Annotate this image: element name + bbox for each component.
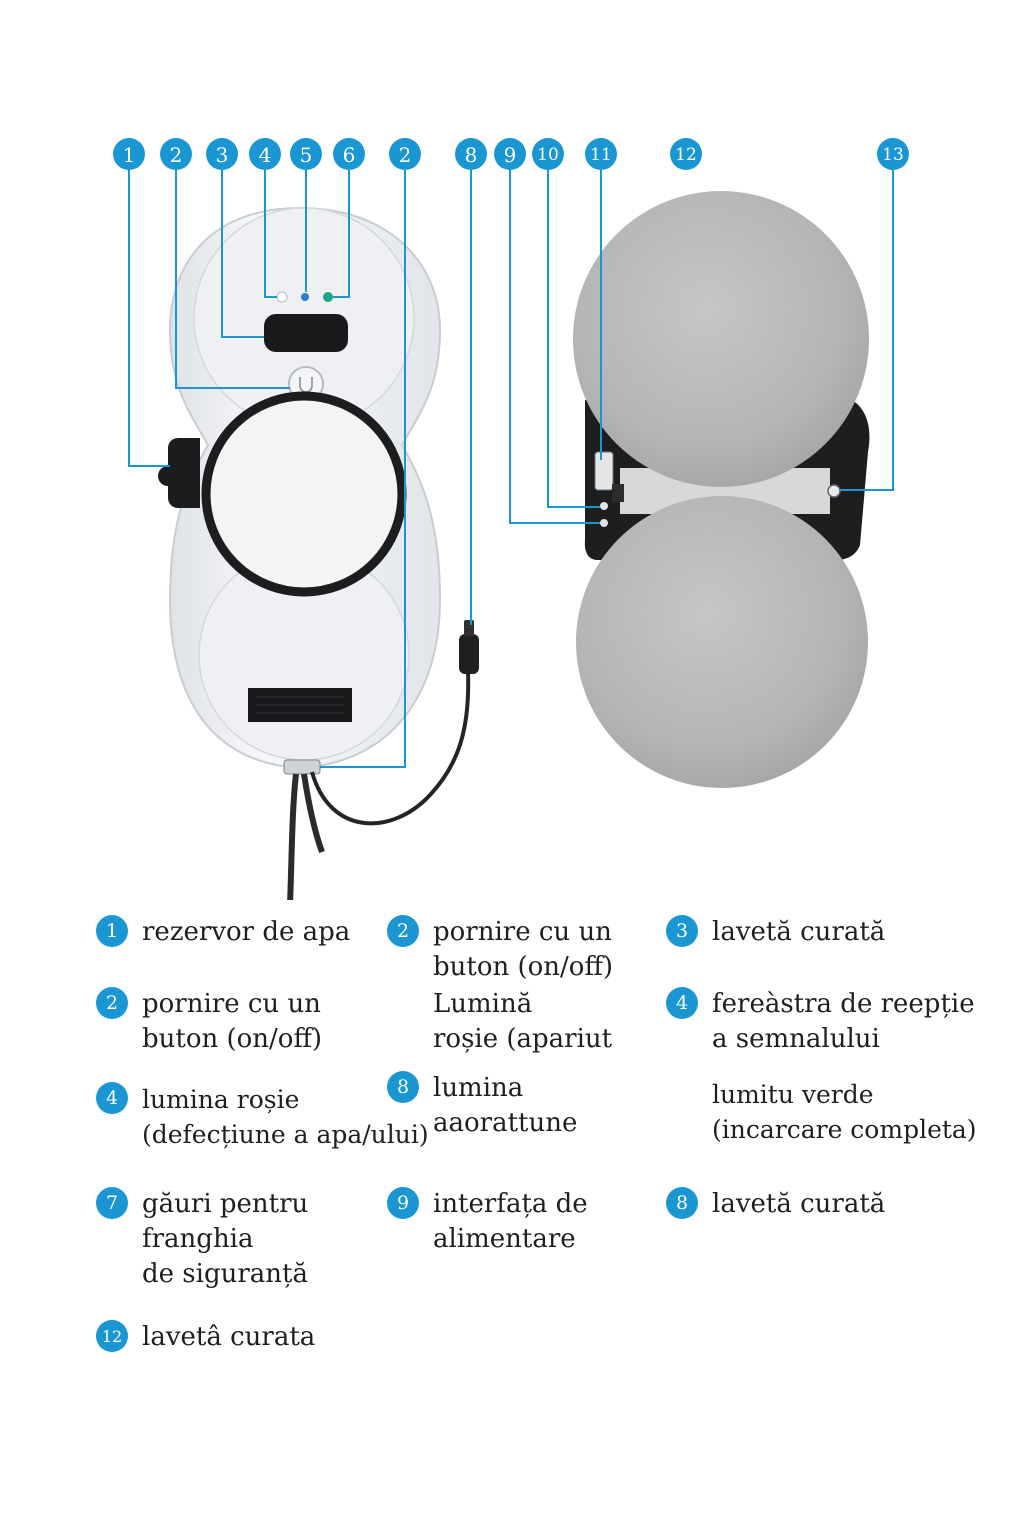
led-white <box>276 291 288 303</box>
legend-badge: 4 <box>96 1082 128 1114</box>
legend-label: lavetâ curata <box>142 1322 316 1352</box>
legend-item: 12 lavetâ curata <box>96 1320 315 1355</box>
robot-front-view <box>158 206 479 900</box>
legend-item: 3 lavetă curată <box>666 915 885 950</box>
legend-badge: 8 <box>666 1187 698 1219</box>
callout-5: 5 <box>290 138 322 170</box>
legend-item: 1 rezervor de apa <box>96 915 350 950</box>
led-green <box>323 292 333 302</box>
legend-item: 2 pornire cu un buton (on/off) <box>387 915 613 985</box>
callout-8: 8 <box>455 138 487 170</box>
center-disk <box>201 391 407 597</box>
svg-text:3: 3 <box>216 143 229 167</box>
legend-item: 4 fereàstra de reepție a semnalului <box>666 987 975 1057</box>
legend-badge: 4 <box>666 987 698 1019</box>
legend-label: rezervor de apa <box>142 917 351 947</box>
legend-label: lavetă curată <box>712 1189 886 1219</box>
legend-label: pornire cu un buton (on/off) <box>142 989 323 1054</box>
callout-6: 6 <box>333 138 365 170</box>
svg-text:4: 4 <box>259 143 272 167</box>
svg-text:9: 9 <box>504 143 517 167</box>
legend-badge: 9 <box>387 1187 419 1219</box>
legend-item: Lumină roșie (apariut <box>387 987 612 1057</box>
led-blue <box>301 293 309 301</box>
legend-badge: 3 <box>666 915 698 947</box>
back-hole-2 <box>600 519 608 527</box>
callout-markers: 1 2 3 4 5 6 2 8 9 10 11 12 13 <box>113 138 909 170</box>
svg-text:5: 5 <box>300 143 313 167</box>
robot-diagram: 1 2 3 4 5 6 2 8 9 10 11 12 13 <box>113 138 909 900</box>
signal-window <box>264 314 348 352</box>
svg-text:13: 13 <box>882 145 904 165</box>
callout-9: 9 <box>494 138 526 170</box>
svg-text:10: 10 <box>537 145 559 165</box>
callout-13: 13 <box>877 138 909 170</box>
legend-badge: 2 <box>387 915 419 947</box>
cleaning-pad-top <box>573 191 869 487</box>
legend-label: lumitu verde (incarcare completa) <box>712 1080 977 1144</box>
svg-text:8: 8 <box>465 143 478 167</box>
svg-text:2: 2 <box>170 143 183 167</box>
callout-2b: 2 <box>389 138 421 170</box>
legend-label: interfața de alimentare <box>433 1189 588 1254</box>
legend-label: lavetă curată <box>712 917 886 947</box>
leader-lines <box>128 170 894 768</box>
callout-2: 2 <box>160 138 192 170</box>
svg-text:11: 11 <box>590 145 612 165</box>
legend-item: 4 lumina roșie (defecțiune a apa/ului) <box>96 1082 429 1152</box>
back-sensor <box>827 484 841 498</box>
water-tank <box>158 438 200 508</box>
legend-item: 7 găuri pentru franghia de siguranță <box>96 1187 308 1292</box>
legend-item: 2 pornire cu un buton (on/off) <box>96 987 322 1057</box>
legend-label: lumina aaorattune <box>433 1073 578 1138</box>
cable-plug <box>459 634 479 674</box>
legend-badge: 7 <box>96 1187 128 1219</box>
legend-badge: 8 <box>387 1071 419 1103</box>
back-slot <box>594 451 614 491</box>
legend-label: găuri pentru franghia de siguranță <box>142 1189 309 1289</box>
legend-badge: 1 <box>96 915 128 947</box>
callout-12: 12 <box>670 138 702 170</box>
legend-item: 8 lumina aaorattune <box>387 1071 577 1141</box>
power-cable <box>310 671 471 826</box>
callout-1: 1 <box>113 138 145 170</box>
svg-text:1: 1 <box>123 143 136 167</box>
legend-label: lumina roșie (defecțiune a apa/ului) <box>142 1085 429 1149</box>
svg-text:2: 2 <box>399 143 412 167</box>
legend-item: lumitu verde (incarcare completa) <box>666 1077 977 1147</box>
legend-label: fereàstra de reepție a semnalului <box>712 989 975 1054</box>
cleaning-pad-bottom <box>576 496 868 788</box>
svg-text:6: 6 <box>343 143 356 167</box>
legend-label: pornire cu un buton (on/off) <box>433 917 614 982</box>
robot-back-view <box>573 191 870 788</box>
svg-text:12: 12 <box>675 145 697 165</box>
callout-3: 3 <box>206 138 238 170</box>
callout-10: 10 <box>532 138 564 170</box>
safety-rope <box>287 773 299 900</box>
callout-11: 11 <box>585 138 617 170</box>
legend-badge: 2 <box>96 987 128 1019</box>
legend-badge: 12 <box>96 1320 128 1352</box>
back-hole-1 <box>600 502 608 510</box>
callout-4: 4 <box>249 138 281 170</box>
legend-label: Lumină roșie (apariut <box>433 989 613 1054</box>
rope-hole <box>283 759 321 775</box>
legend-item: 8 lavetă curată <box>666 1187 885 1222</box>
legend-item: 9 interfața de alimentare <box>387 1187 588 1257</box>
